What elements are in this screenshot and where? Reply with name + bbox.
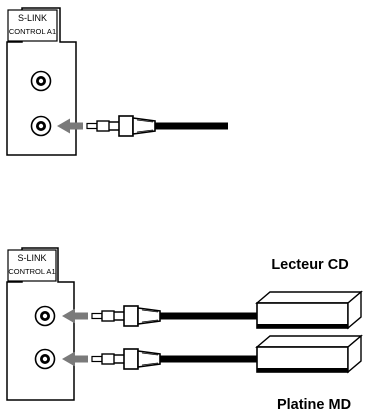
plug-b-top	[91, 305, 201, 327]
cable-a	[190, 122, 228, 130]
panel-b-label-box	[7, 249, 57, 282]
md-deck-label: Platine MD	[277, 397, 351, 413]
figure-a: S-LINK CONTROL A1	[6, 7, 228, 156]
plug-b-bottom	[91, 348, 201, 370]
cable-b-top	[195, 312, 257, 320]
cable-b-bottom	[195, 355, 257, 363]
panel-b-label-line2: CONTROL A1	[8, 267, 55, 276]
md-deck-device	[255, 334, 363, 374]
cd-player-device	[255, 290, 363, 330]
panel-b-label-line1: S-LINK	[17, 253, 46, 263]
jack-a-top	[30, 70, 52, 92]
panel-a-label-line2: CONTROL A1	[9, 27, 56, 36]
panel-a-label-box	[7, 9, 58, 42]
jack-a-bottom	[30, 115, 52, 137]
plug-a	[86, 115, 196, 137]
jack-b-bottom	[34, 348, 56, 370]
panel-a-label-line1: S-LINK	[18, 13, 47, 23]
cd-player-label: Lecteur CD	[271, 257, 348, 273]
figure-b: S-LINK CONTROL A1 Lecteur CD Platine MD	[6, 247, 363, 413]
jack-b-top	[34, 305, 56, 327]
